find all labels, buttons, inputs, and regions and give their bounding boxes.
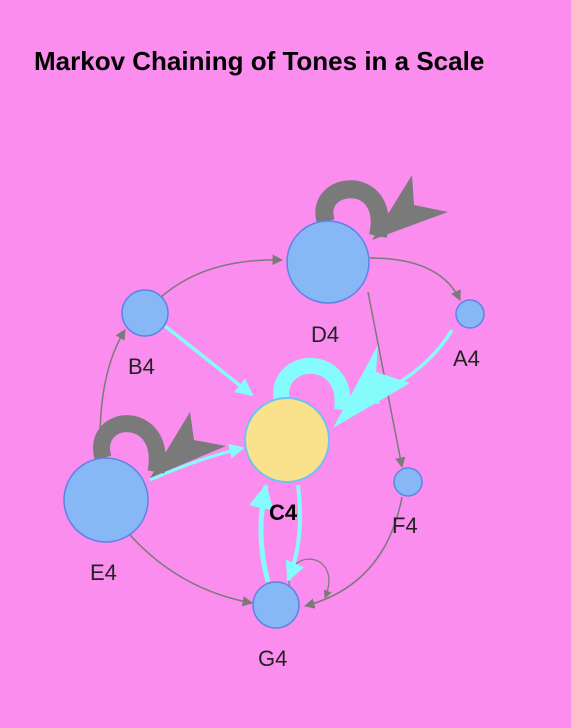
diagram-title: Markov Chaining of Tones in a Scale [34,46,485,76]
e4-self-loop-arrowhead [150,412,226,478]
label-b4: B4 [128,354,155,379]
edge-d4-a4 [369,257,461,301]
d4-self-loop [315,180,389,238]
node-a4[interactable] [455,299,485,329]
node-f4[interactable] [393,467,423,497]
label-f4: F4 [392,513,418,538]
label-g4: G4 [258,646,287,671]
c4-self-loop-arrowhead [333,345,410,428]
label-c4: C4 [269,500,298,525]
edge-c4-g4 [285,484,305,582]
edge-e4-b4 [99,329,126,441]
d4-self-loop-arrowhead [372,175,448,240]
node-b4[interactable] [121,289,169,337]
e4-self-loop [93,415,166,474]
label-d4: D4 [311,322,339,347]
c4-self-loop [273,357,351,412]
edge-g4-c4 [248,483,274,583]
node-g4[interactable] [252,581,300,629]
node-e4[interactable] [63,457,149,543]
label-a4: A4 [453,346,480,371]
node-c4[interactable] [244,397,330,483]
edge-e4-g4 [129,534,254,607]
edge-b4-c4 [163,324,254,397]
node-d4[interactable] [286,220,370,304]
label-e4: E4 [90,560,117,585]
edge-e4-c4 [149,443,245,482]
edge-b4-d4 [159,254,284,299]
edge-f4-g4 [303,496,403,609]
